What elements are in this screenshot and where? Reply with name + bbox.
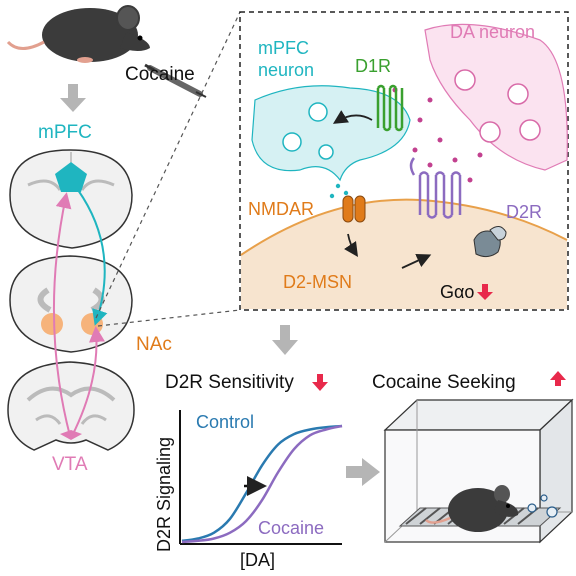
chart-y-label: D2R Signaling	[154, 437, 174, 552]
d1r-label: D1R	[355, 56, 391, 76]
flow-arrow-right-icon	[346, 458, 380, 486]
vta-to-nac-projection	[71, 326, 105, 437]
mpfc-vesicles	[282, 102, 334, 160]
mpfc-neuron-cell	[251, 85, 411, 182]
galpha-label: Gαo	[440, 282, 474, 302]
brain-slice-vta	[7, 361, 135, 451]
mpfc-neuron-label-line1: mPFC	[258, 38, 309, 58]
glutamate-molecules	[329, 183, 349, 199]
mpfc-pentagon-icon	[55, 162, 87, 192]
mpfc-label: mPFC	[38, 122, 92, 143]
d2r-receptor-icon	[409, 157, 462, 219]
nmdar-label: NMDAR	[248, 199, 314, 219]
d2r-label: D2R	[506, 202, 542, 222]
da-vesicles	[454, 69, 541, 143]
chart-x-label: [DA]	[240, 550, 275, 570]
mouse-in-chamber-icon	[425, 485, 519, 532]
flow-arrow-down-2-icon	[272, 325, 298, 355]
d2r-sensitivity-label: D2R Sensitivity	[165, 372, 294, 393]
d1r-receptor-icon	[376, 84, 404, 132]
brain-slice-nac	[9, 255, 133, 353]
syringe-icon	[144, 63, 207, 98]
mpfc-to-nac-projection	[77, 189, 108, 326]
nmdar-signal-arrow	[344, 233, 358, 257]
mpfc-neuron-label-line2: neuron	[258, 60, 314, 80]
d1r-signal-arrow	[332, 110, 373, 124]
galpha-down-arrow-icon	[477, 284, 493, 300]
zoom-line-top	[95, 11, 241, 319]
nac-label: NAc	[136, 334, 172, 355]
flow-arrow-down-icon	[60, 84, 86, 112]
d2-msn-label: D2-MSN	[283, 272, 352, 292]
g-protein-icon	[473, 226, 507, 258]
d2r-signal-arrow	[401, 253, 432, 269]
dopamine-molecules	[392, 87, 483, 183]
seeking-up-arrow-icon	[550, 371, 566, 386]
d2r-signaling-chart: Control Cocaine [DA] D2R Signaling	[154, 410, 343, 570]
bubbles-icon	[527, 494, 558, 518]
sensitivity-down-arrow-icon	[312, 374, 328, 391]
da-neuron-label: DA neuron	[450, 22, 535, 42]
cocaine-curve	[181, 424, 343, 544]
nmdar-receptor-icon	[342, 195, 366, 223]
vta-to-mpfc-projection	[52, 192, 72, 437]
control-curve	[181, 424, 343, 543]
mouse-icon	[6, 5, 150, 63]
vta-label: VTA	[52, 454, 88, 475]
control-series-label: Control	[196, 412, 254, 432]
cocaine-seeking-label: Cocaine Seeking	[372, 372, 516, 393]
cocaine-series-label: Cocaine	[258, 518, 324, 538]
cocaine-label: Cocaine	[125, 64, 195, 85]
